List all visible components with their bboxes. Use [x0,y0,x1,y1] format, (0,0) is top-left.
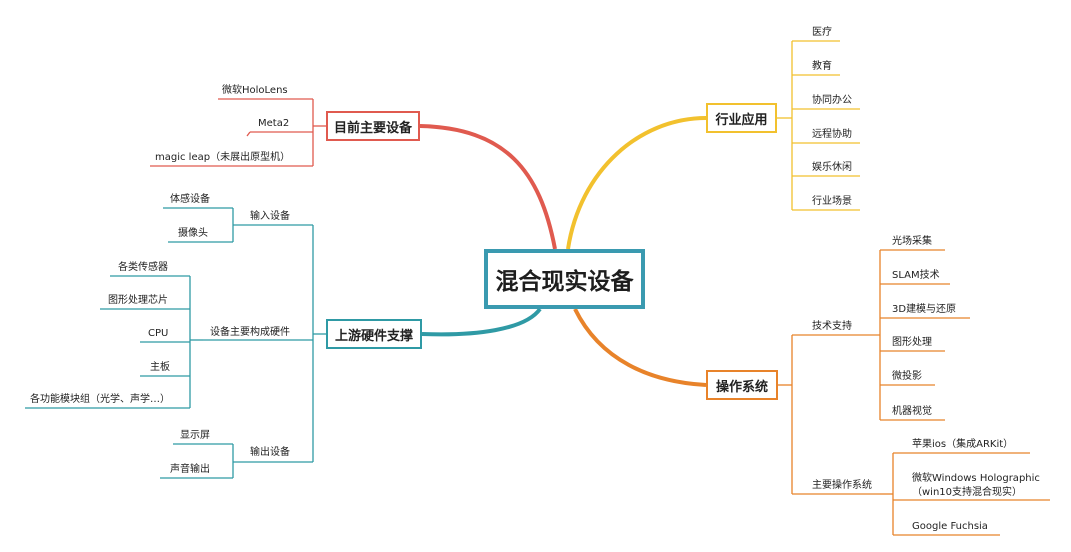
hw-sensors[interactable]: 各类传感器 [118,262,168,273]
os-systems-title[interactable]: 主要操作系统 [812,480,872,491]
os-system-windows[interactable]: 微软Windows Holographic [912,473,1040,484]
topic-operating-system[interactable]: 操作系统 [706,370,778,400]
os-system-fuchsia[interactable]: Google Fuchsia [912,521,988,532]
curve-devices [419,124,557,250]
topic-industry-applications[interactable]: 行业应用 [706,103,777,133]
curve-industry [566,116,707,250]
os-tech-machine-vision[interactable]: 机器视觉 [892,406,932,417]
hw-input-motion[interactable]: 体感设备 [170,194,210,205]
industry-entertainment[interactable]: 娱乐休闲 [812,162,852,173]
hw-output-audio[interactable]: 声音输出 [170,464,210,475]
device-meta2[interactable]: Meta2 [258,118,290,129]
os-tech-graphics[interactable]: 图形处理 [892,337,932,348]
os-tech-title[interactable]: 技术支持 [812,321,852,332]
os-tech-light-field[interactable]: 光场采集 [892,236,932,247]
hw-gpu[interactable]: 图形处理芯片 [108,295,168,306]
hw-components-title[interactable]: 设备主要构成硬件 [210,327,290,338]
hw-input-camera[interactable]: 摄像头 [178,228,208,239]
curve-hardware [421,307,542,337]
topic-upstream-hardware[interactable]: 上游硬件支撑 [326,319,422,349]
hw-input-title[interactable]: 输入设备 [250,211,290,222]
industry-scenarios[interactable]: 行业场景 [812,196,852,207]
hw-output-title[interactable]: 输出设备 [250,447,290,458]
industry-remote-assist[interactable]: 远程协助 [812,129,852,140]
topic-current-devices[interactable]: 目前主要设备 [326,111,420,141]
os-system-windows-note[interactable]: （win10支持混合现实） [912,487,1023,498]
device-magic-leap[interactable]: magic leap（未展出原型机） [155,152,291,163]
industry-collaboration[interactable]: 协同办公 [812,95,852,106]
os-tech-3d-modeling[interactable]: 3D建模与还原 [892,304,957,315]
hw-output-display[interactable]: 显示屏 [180,430,210,441]
os-tech-micro-projection[interactable]: 微投影 [892,371,922,382]
os-system-ios[interactable]: 苹果ios（集成ARKit） [912,439,1014,450]
hw-modules[interactable]: 各功能模块组（光学、声学…） [30,394,170,405]
curve-os [573,308,707,387]
center-topic[interactable]: 混合现实设备 [484,249,645,309]
hw-mainboard[interactable]: 主板 [150,362,170,373]
industry-education[interactable]: 教育 [812,61,832,72]
industry-medical[interactable]: 医疗 [812,27,832,38]
hw-cpu[interactable]: CPU [148,328,169,339]
device-hololens[interactable]: 微软HoloLens [222,85,288,96]
os-tech-slam[interactable]: SLAM技术 [892,270,940,281]
